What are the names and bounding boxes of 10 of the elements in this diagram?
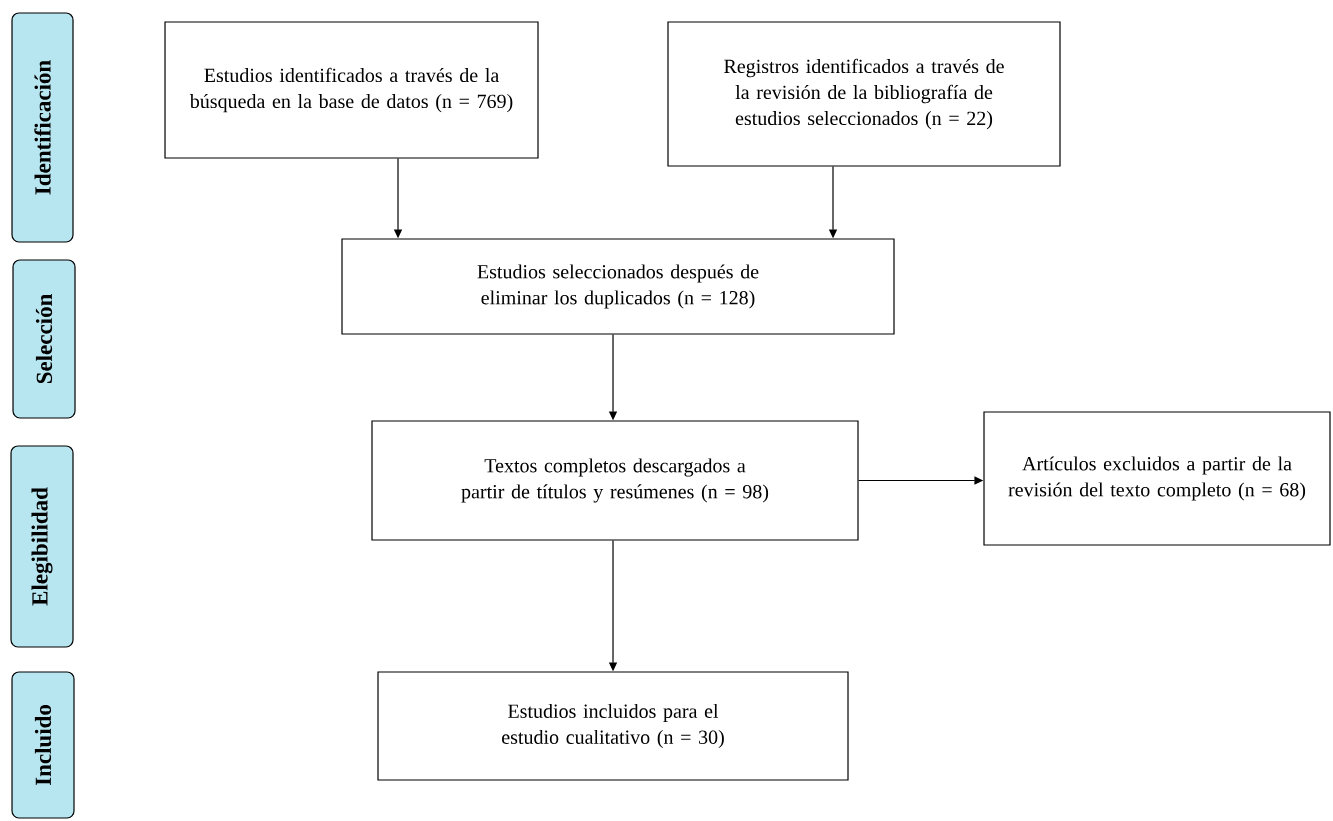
- stage-band: Identificación: [11, 12, 74, 243]
- process-box: Estudios identificados a través de la búsqueda en la base de datos (n = 769): [164, 21, 539, 159]
- process-box: Registros identificados a través de la revisión de la bibliografía de estudios seleccionados (n = 22): [667, 21, 1061, 167]
- stage-band: Elegibilidad: [10, 445, 74, 648]
- process-box: Textos completos descargados a partir de títulos y resúmenes (n = 98): [371, 420, 859, 541]
- process-box: Artículos excluidos a partir de la revisión del texto completo (n = 68): [983, 411, 1331, 546]
- process-box: Estudios seleccionados después de eliminar los duplicados (n = 128): [341, 238, 895, 335]
- stage-band: Selección: [12, 259, 76, 419]
- stage-band: Incluido: [11, 671, 75, 819]
- process-box: Estudios incluidos para el estudio cualitativo (n = 30): [377, 671, 849, 781]
